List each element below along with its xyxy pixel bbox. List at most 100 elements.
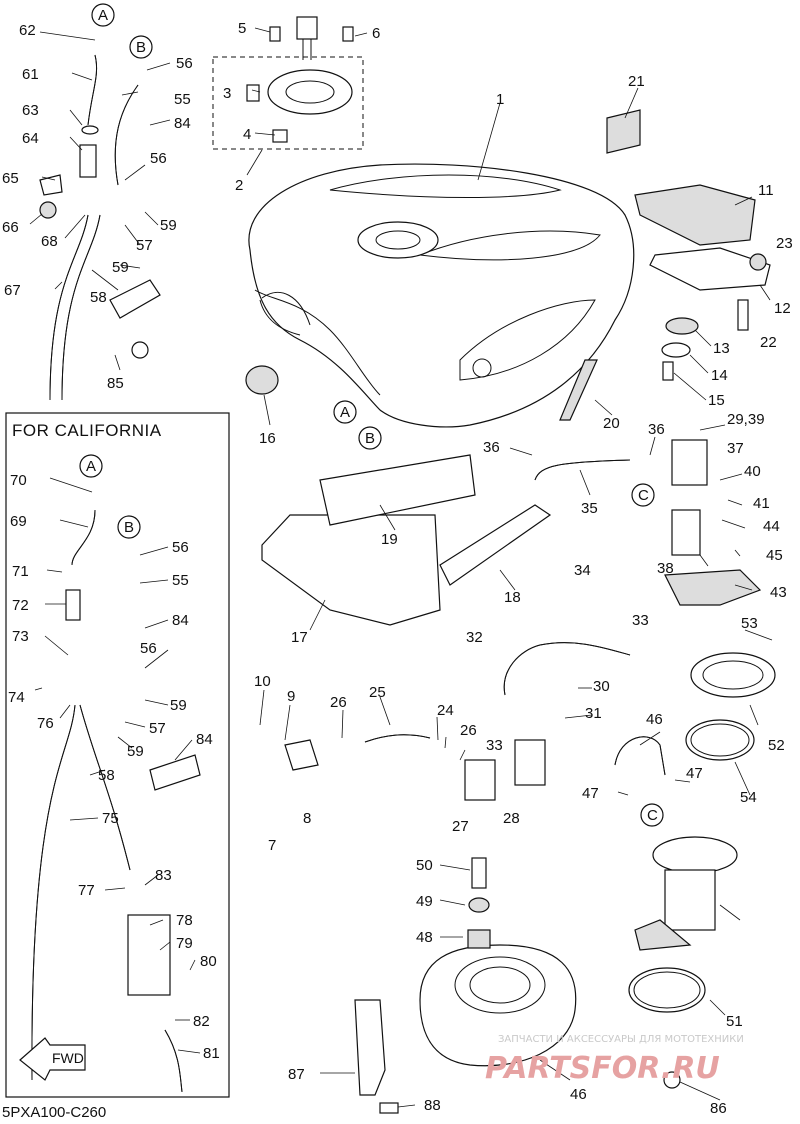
solenoid-27[interactable] bbox=[464, 759, 496, 801]
callout-81: 82 bbox=[193, 1013, 210, 1030]
callout-58b: 58 bbox=[98, 767, 115, 784]
ca-canister-77[interactable] bbox=[127, 914, 171, 996]
svg-text:A: A bbox=[98, 7, 108, 24]
bracket-86[interactable] bbox=[354, 999, 386, 1096]
fuel-tank[interactable] bbox=[248, 163, 635, 428]
ca-hose-80[interactable] bbox=[164, 1029, 183, 1093]
callout-21: 21 bbox=[628, 73, 645, 90]
callout-55b: 55 bbox=[172, 572, 189, 589]
callout-56: 56 bbox=[176, 55, 193, 72]
leader-lines bbox=[29, 27, 773, 1108]
pad-17[interactable] bbox=[261, 514, 441, 626]
damper-13[interactable] bbox=[665, 317, 699, 335]
callout-26a: 26 bbox=[330, 694, 347, 711]
clip-84[interactable] bbox=[663, 1071, 681, 1089]
fuel-pump-88[interactable] bbox=[634, 836, 738, 951]
pad-19[interactable] bbox=[319, 454, 476, 526]
filler-cap-assembly[interactable] bbox=[212, 16, 364, 150]
watermark-logo: PARTSFOR.RU bbox=[485, 1051, 720, 1086]
bolt-23[interactable] bbox=[749, 253, 767, 271]
collar-14[interactable] bbox=[661, 342, 691, 358]
connector-a-top: A bbox=[91, 3, 115, 27]
callout-59: 59 bbox=[160, 217, 177, 234]
callout-25: 25 bbox=[369, 684, 386, 701]
callout-60: 61 bbox=[22, 66, 39, 83]
callout-9: 9 bbox=[287, 688, 295, 705]
solenoid-28[interactable] bbox=[514, 739, 546, 786]
valve-38[interactable] bbox=[671, 509, 701, 556]
pad-21[interactable] bbox=[606, 109, 641, 154]
callout-53: 51 bbox=[726, 1013, 743, 1030]
ca-hose-68[interactable] bbox=[71, 509, 96, 566]
bolt-22[interactable] bbox=[737, 299, 749, 331]
svg-text:C: C bbox=[647, 807, 658, 824]
callout-36a: 36 bbox=[648, 421, 665, 438]
bracket-12[interactable] bbox=[649, 247, 771, 291]
bracket-42[interactable] bbox=[664, 569, 762, 606]
callout-66: 67 bbox=[4, 282, 21, 299]
callout-46b: 47 bbox=[582, 785, 599, 802]
callout-24: 24 bbox=[437, 702, 454, 719]
callout-69: 70 bbox=[10, 472, 27, 489]
callout-12: 12 bbox=[774, 300, 791, 317]
gasket-53[interactable] bbox=[628, 967, 706, 1013]
callout-49: 49 bbox=[416, 893, 433, 910]
diagram-code: 5PXA100-C260 bbox=[2, 1104, 106, 1121]
callout-59c: 59 bbox=[170, 697, 187, 714]
callout-18: 18 bbox=[504, 589, 521, 606]
callout-76: 77 bbox=[78, 882, 95, 899]
callout-62: 63 bbox=[22, 102, 39, 119]
ca-filter-71[interactable] bbox=[65, 589, 81, 621]
hose-20[interactable] bbox=[559, 359, 598, 421]
left-hose-group[interactable] bbox=[39, 54, 101, 401]
callout-4: 4 bbox=[243, 126, 251, 143]
callout-75: 76 bbox=[37, 715, 54, 732]
hose-32[interactable] bbox=[503, 642, 631, 696]
callout-86: 87 bbox=[288, 1066, 305, 1083]
callout-82: 83 bbox=[155, 867, 172, 884]
callout-32: 32 bbox=[466, 629, 483, 646]
bolt-50[interactable] bbox=[471, 857, 487, 889]
callout-73: 74 bbox=[8, 689, 25, 706]
valve-37[interactable] bbox=[671, 439, 708, 486]
connector-b-tank: B bbox=[358, 426, 382, 450]
fwd-arrow-icon: FWD bbox=[19, 1037, 86, 1081]
callout-72: 73 bbox=[12, 628, 29, 645]
collar-49[interactable] bbox=[468, 897, 490, 913]
connector-c-valve: C bbox=[631, 483, 655, 507]
ring-51[interactable] bbox=[690, 652, 776, 698]
damper-16[interactable] bbox=[245, 365, 279, 395]
callout-47: 46 bbox=[570, 1086, 587, 1103]
bolt-87[interactable] bbox=[379, 1102, 399, 1114]
damper-48[interactable] bbox=[467, 929, 491, 949]
ca-clamp-83[interactable] bbox=[149, 754, 201, 791]
svg-text:B: B bbox=[136, 39, 146, 56]
gasket-54[interactable] bbox=[685, 719, 755, 761]
callout-29-39: 29,39 bbox=[727, 411, 765, 428]
callout-67: 68 bbox=[41, 233, 58, 250]
hose-55[interactable] bbox=[114, 84, 139, 186]
sensor-9[interactable] bbox=[284, 739, 319, 771]
callout-57: 57 bbox=[136, 237, 153, 254]
callout-33a: 33 bbox=[632, 612, 649, 629]
tank-bottom-47[interactable] bbox=[419, 944, 577, 1067]
callout-80: 81 bbox=[203, 1045, 220, 1062]
callout-56b: 56 bbox=[150, 150, 167, 167]
tank-cover-11[interactable] bbox=[634, 184, 756, 246]
callout-59d: 59 bbox=[127, 743, 144, 760]
clamp-83[interactable] bbox=[109, 279, 161, 319]
connector-a-ca: A bbox=[79, 454, 103, 478]
callout-87: 88 bbox=[424, 1097, 441, 1114]
connector-b-top: B bbox=[129, 35, 153, 59]
bolt-15[interactable] bbox=[662, 361, 674, 381]
callout-79: 80 bbox=[200, 953, 217, 970]
callout-31: 31 bbox=[585, 705, 602, 722]
callout-38: 38 bbox=[657, 560, 674, 577]
pad-18[interactable] bbox=[439, 504, 552, 586]
callout-61: 62 bbox=[19, 22, 36, 39]
callout-74: 75 bbox=[102, 810, 119, 827]
callout-41: 41 bbox=[753, 495, 770, 512]
callout-35: 35 bbox=[581, 500, 598, 517]
callout-7: 7 bbox=[268, 837, 276, 854]
callout-13: 13 bbox=[713, 340, 730, 357]
